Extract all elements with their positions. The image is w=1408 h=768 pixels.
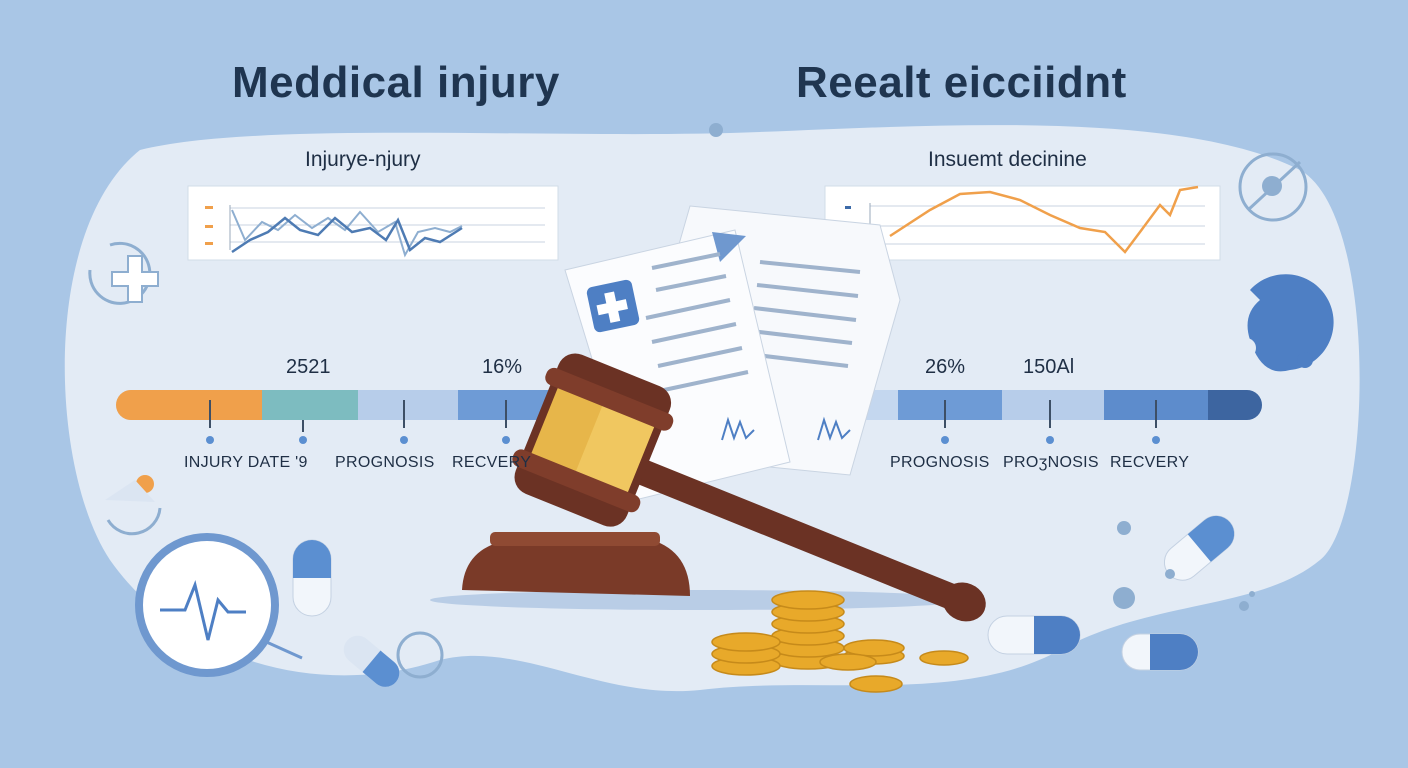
refresh-health-icon bbox=[88, 241, 162, 536]
right-number-1: 26% bbox=[925, 356, 966, 378]
timeline-label-injury-date: INJURY DATE '9 bbox=[184, 454, 308, 471]
left-heading: Meddical injury bbox=[232, 58, 560, 107]
timeline-label-recovery: RECVERY bbox=[452, 454, 532, 471]
ear-icon bbox=[1236, 274, 1334, 372]
right-line-chart bbox=[824, 185, 1221, 261]
timeline-label-prognosis-right: PROGNOSIS bbox=[890, 454, 990, 471]
timeline-bar bbox=[116, 390, 1262, 444]
pill-capsule-icon bbox=[292, 515, 1235, 687]
right-heading: Reealt eicciidnt bbox=[796, 58, 1127, 107]
no-smoking-style-icon bbox=[1238, 152, 1308, 222]
left-chart-title: Injurye-njury bbox=[305, 148, 421, 171]
right-number-2: 150Al bbox=[1023, 356, 1075, 378]
timeline-label-prognosis: PROGNOSIS bbox=[335, 454, 435, 471]
timeline-label-recovery-right: RECVERY bbox=[1110, 454, 1190, 471]
left-line-chart bbox=[187, 185, 559, 261]
right-chart-title: Insuemt decinine bbox=[928, 148, 1087, 171]
left-number-2: 16% bbox=[482, 356, 523, 378]
coin-stack-icon bbox=[711, 590, 969, 693]
heartbeat-monitor-icon bbox=[135, 533, 303, 677]
left-number-1: 2521 bbox=[286, 356, 331, 378]
timeline-label-prognosis-right-2: PROʒNOSIS bbox=[1003, 454, 1099, 471]
medical-cross-icon bbox=[596, 291, 628, 323]
